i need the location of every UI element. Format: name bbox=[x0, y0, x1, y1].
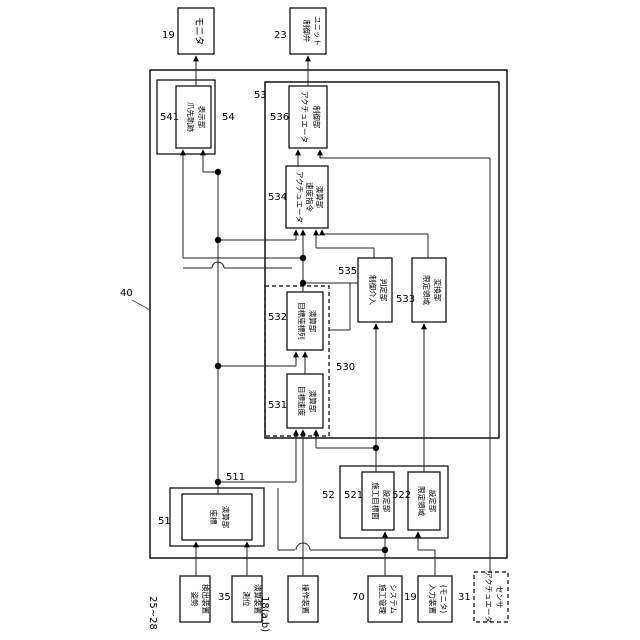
control-valve-label: 制御弁 bbox=[302, 20, 312, 43]
control-valve-label-2: ユニット bbox=[313, 16, 322, 46]
region-convert-label-2: 変換部 bbox=[433, 279, 443, 302]
label-532: 532 bbox=[268, 312, 287, 323]
sensor-label-1: アクチュエータ bbox=[484, 571, 493, 623]
label-23: 23 bbox=[274, 30, 287, 41]
label-511: 511 bbox=[226, 472, 245, 483]
label-52: 52 bbox=[322, 490, 335, 501]
actuator-speed-label-3: 演算部 bbox=[315, 186, 325, 209]
label-54: 54 bbox=[222, 112, 235, 123]
coord-calc-label-1: 座標 bbox=[209, 510, 219, 525]
label-534: 534 bbox=[268, 192, 287, 203]
label-533: 533 bbox=[396, 294, 415, 305]
label-536: 536 bbox=[270, 112, 289, 123]
label-25-28: 25~28 bbox=[147, 596, 158, 630]
label-535: 535 bbox=[338, 266, 357, 277]
label-53: 53 bbox=[254, 90, 267, 101]
mgmt-label-2: システム bbox=[389, 584, 398, 614]
posture-label-1: 姿勢 bbox=[190, 592, 200, 607]
label-70: 70 bbox=[352, 592, 365, 603]
target-speed-label-1: 目標速度 bbox=[297, 386, 307, 416]
target-coord-label-2: 演算部 bbox=[308, 310, 318, 333]
label-19-bot: 19 bbox=[404, 592, 417, 603]
region-convert-label-1: 限定領域 bbox=[422, 275, 432, 305]
mgmt-label-1: 施工管理 bbox=[378, 584, 388, 614]
positioning-label-1: 測位 bbox=[242, 592, 252, 607]
label-531: 531 bbox=[268, 400, 287, 411]
input-label-2: (モニタ) bbox=[439, 585, 448, 613]
label-541: 541 bbox=[160, 112, 179, 123]
sensor-label-2: センサ bbox=[495, 586, 504, 609]
actuator-speed-label-2: 速度指令 bbox=[305, 182, 315, 212]
actuator-control-label-1: アクチュエータ bbox=[300, 91, 309, 143]
coord-calc-label-2: 演算部 bbox=[221, 506, 231, 529]
target-speed-label-2: 演算部 bbox=[308, 390, 318, 413]
operation-device-label: 操作装置 bbox=[301, 584, 311, 614]
label-35: 35 bbox=[218, 592, 231, 603]
region-set-label-2: 設定部 bbox=[428, 490, 438, 513]
actuator-control-label-2: 制御部 bbox=[312, 106, 322, 129]
work-plane-label-2: 設定部 bbox=[382, 490, 392, 513]
region-set-label-1: 限定領域 bbox=[417, 486, 427, 516]
label-19-top: 19 bbox=[162, 30, 175, 41]
monitor-label: モニタ bbox=[193, 17, 204, 46]
intervention-label-2: 判定部 bbox=[379, 279, 389, 302]
label-51: 51 bbox=[158, 516, 171, 527]
target-coord-label-1: 目標座標列 bbox=[297, 302, 307, 340]
label-521: 521 bbox=[344, 490, 363, 501]
input-label-1: 入力装置 bbox=[428, 584, 438, 614]
label-31: 31 bbox=[458, 592, 471, 603]
label-530: 530 bbox=[336, 362, 355, 373]
tip-display-label-2: 表示部 bbox=[197, 106, 207, 129]
intervention-label-1: 制御介入 bbox=[368, 275, 378, 305]
label-522: 522 bbox=[392, 490, 411, 501]
label-18: 18(a,b) bbox=[259, 596, 270, 632]
work-plane-label-1: 施工目標面 bbox=[371, 482, 381, 520]
tip-display-label-1: 爪先軌跡 bbox=[186, 102, 196, 132]
actuator-speed-label-1: アクチュエータ bbox=[295, 171, 304, 223]
posture-label-2: 検出装置 bbox=[201, 584, 211, 614]
label-40: 40 bbox=[120, 288, 133, 299]
